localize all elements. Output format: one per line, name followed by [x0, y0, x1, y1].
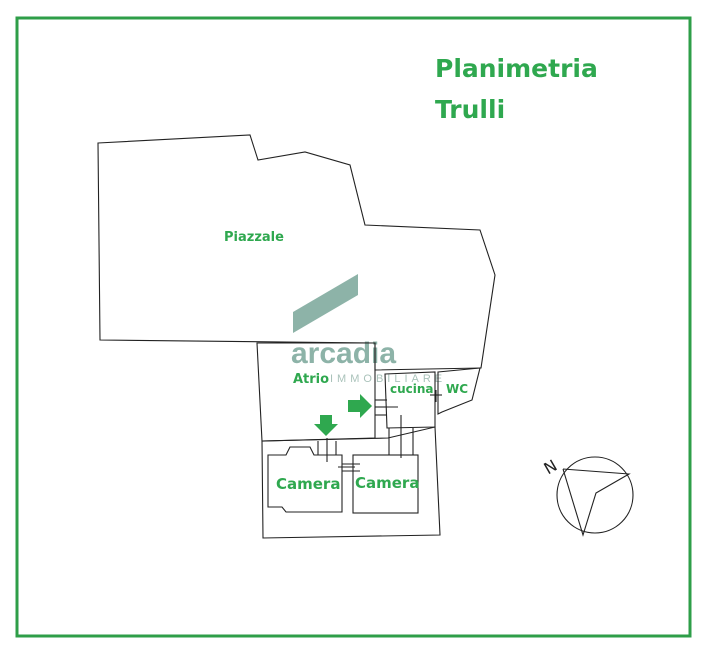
- label-atrio: Atrio: [293, 372, 329, 387]
- frame-border: [15, 16, 692, 638]
- title-line-1: Planimetria: [435, 54, 598, 83]
- watermark-stripe: [293, 274, 358, 333]
- label-wc: WC: [446, 382, 468, 396]
- lower-block-outline: [261, 426, 441, 539]
- compass-rose-icon: N: [540, 456, 634, 537]
- entrance-arrow-down-icon: [314, 415, 338, 436]
- entrance-arrow-right-icon: [348, 394, 372, 418]
- title-line-2: Trulli: [435, 95, 505, 124]
- wc-outline: [437, 367, 481, 415]
- camera-right-outline: [352, 454, 419, 514]
- label-cucina: cucina: [390, 382, 434, 396]
- arcadia-watermark: arcadia IMMOBILIARE: [291, 274, 446, 385]
- compass-north-label: N: [540, 456, 560, 478]
- piazzale-outline: [97, 134, 496, 371]
- label-camera-left: Camera: [276, 475, 340, 493]
- camera-left-outline: [267, 446, 343, 513]
- watermark-subtitle: IMMOBILIARE: [330, 373, 446, 385]
- door-marks: [317, 390, 442, 472]
- label-piazzale: Piazzale: [224, 230, 284, 245]
- label-camera-right: Camera: [355, 474, 419, 492]
